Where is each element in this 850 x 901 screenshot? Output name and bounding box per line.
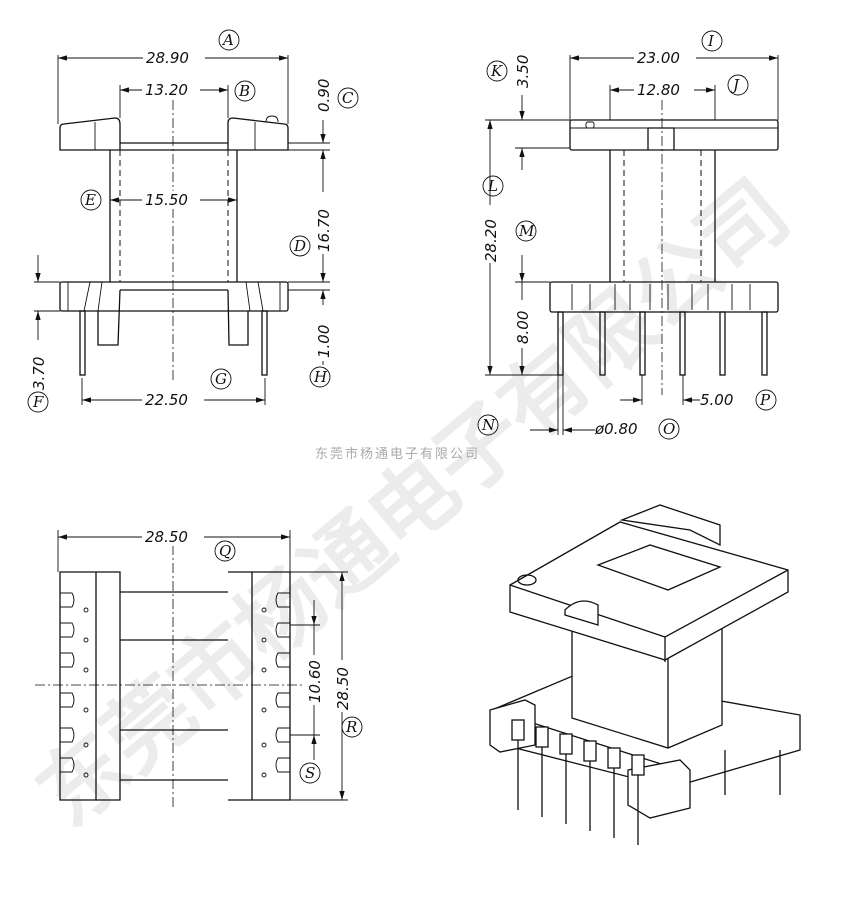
label-m: M [515,220,537,242]
svg-text:L: L [487,177,498,195]
dim-a-value: 28.90 [146,49,189,67]
svg-text:R: R [345,718,357,736]
svg-text:E: E [84,191,96,209]
svg-text:G: G [215,370,227,388]
dim-i-value: 23.00 [637,49,680,67]
notch [60,757,75,773]
notch [60,692,75,708]
side-view: 23.00 12.80 3.50 28.20 8.00 ø0.80 5.00 I [477,30,779,440]
svg-text:F: F [32,393,44,411]
pin-post [583,740,597,762]
svg-text:P: P [759,391,771,409]
side-pins [557,311,768,376]
label-i: I [701,30,723,52]
svg-text:Q: Q [219,542,231,560]
dim-g-value: 22.50 [145,391,188,409]
svg-text:C: C [342,89,354,107]
label-d: D [289,235,311,257]
label-p: P [755,389,777,411]
svg-text:S: S [305,764,315,782]
pin-post [631,754,645,776]
notch [275,652,290,668]
label-q: Q [214,540,236,562]
dim-c-value: 0.90 [315,79,333,112]
dim-f-value: 3.70 [30,357,48,390]
notch [60,727,75,743]
dim-j-value: 12.80 [637,81,680,99]
dim-o-value: ø0.80 [594,420,638,438]
company-caption: 东莞市杨通电子有限公司 [315,446,480,462]
notch [275,727,290,743]
dim-l-value: 28.20 [482,219,500,262]
dim-p-value: 5.00 [700,391,733,409]
svg-text:D: D [293,237,306,255]
pin-post [511,719,525,741]
notch [275,622,290,638]
label-l: L [482,175,504,197]
pin-hole [261,707,267,713]
label-e: E [80,189,102,211]
svg-text:M: M [518,222,535,240]
dim-m-value: 8.00 [514,311,532,344]
svg-text:A: A [221,31,234,49]
svg-text:J: J [730,76,740,94]
svg-text:K: K [490,62,503,80]
dim-q-value: 28.50 [145,528,188,546]
label-c: C [337,87,359,109]
pin-hole [261,667,267,673]
pin-post [559,733,573,755]
notch [60,592,75,608]
label-n: N [477,414,499,436]
svg-text:O: O [663,420,675,438]
dim-e-value: 15.50 [145,191,188,209]
front-view: 28.90 13.20 15.50 0.90 16.70 1.00 3.70 2… [27,29,359,413]
notch [60,622,75,638]
label-b: B [234,80,256,102]
label-o: O [658,418,680,440]
isometric-view [489,504,801,845]
notch [275,757,290,773]
svg-text:N: N [481,416,496,434]
label-j: J [727,74,749,96]
dim-h-value: 1.00 [315,325,333,358]
svg-text:I: I [707,32,715,50]
bottom-view: 28.50 28.50 10.60 Q R S [35,528,363,810]
notch [60,652,75,668]
svg-text:B: B [238,82,250,100]
pin-hole [261,742,267,748]
pin-hole [261,772,267,778]
dim-r-value: 28.50 [334,667,352,710]
dim-b-value: 13.20 [145,81,188,99]
pin-hole [83,742,89,748]
pin-hole [83,607,89,613]
pin-hole [83,707,89,713]
label-k: K [486,60,508,82]
label-g: G [210,368,232,390]
dim-d-value: 16.70 [315,209,333,252]
pin-hole [83,772,89,778]
pin-hole [83,667,89,673]
label-a: A [218,29,240,51]
pin-hole [261,607,267,613]
pin-hole [261,637,267,643]
label-h: H [309,366,331,388]
notch [275,692,290,708]
svg-text:H: H [313,368,328,386]
dim-k-value: 3.50 [514,55,532,88]
pin-post [535,726,549,748]
label-f: F [27,391,49,413]
pin-hole [83,637,89,643]
notch [275,592,290,608]
pin-post [607,747,621,769]
dim-s-value: 10.60 [306,660,324,703]
label-s: S [299,762,321,784]
label-r: R [341,716,363,738]
